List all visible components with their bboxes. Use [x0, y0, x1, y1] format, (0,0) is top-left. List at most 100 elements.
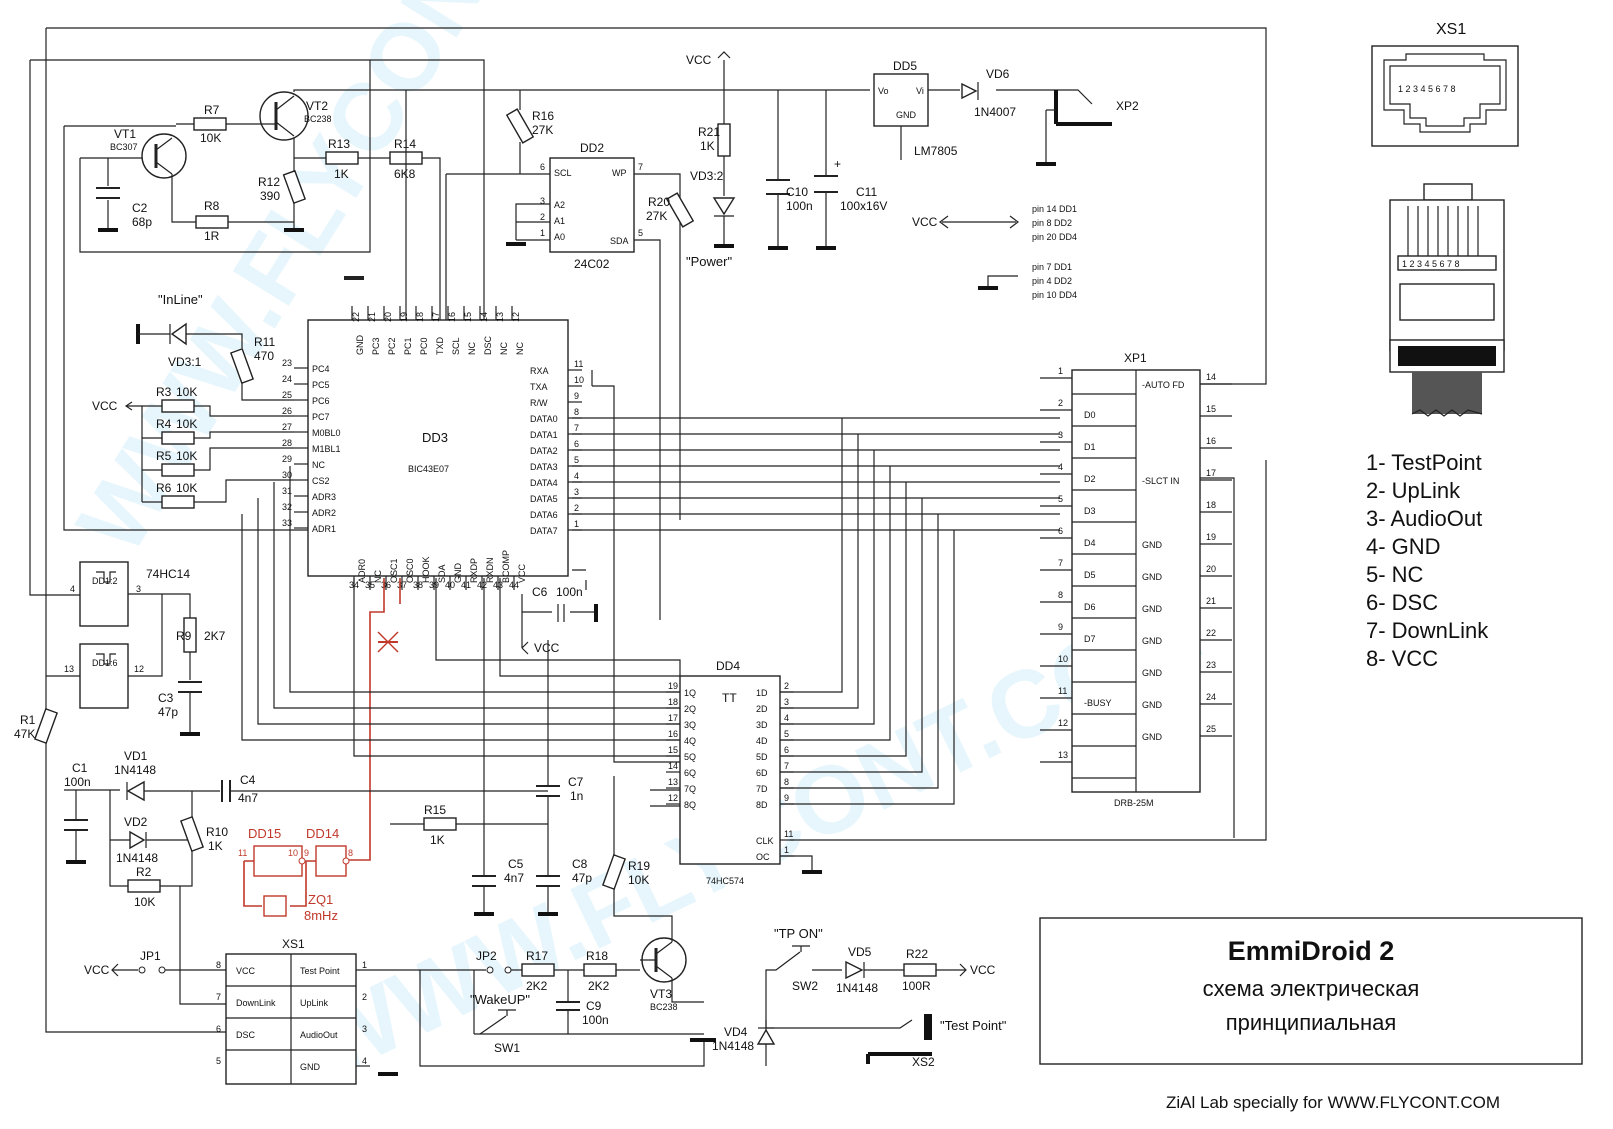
r19-val: 10K: [628, 873, 649, 887]
dd3-right-pin-data1: DATA1: [530, 430, 558, 440]
dd3-top-pin-gnd: GND: [355, 335, 365, 356]
r18-val: 2K2: [588, 979, 610, 993]
xp1-pins: 12D03D14D25D36D47D58D69D71011-BUSY121314…: [1040, 366, 1232, 779]
xp1-left-num-5: 5: [1058, 494, 1063, 504]
c4-ref: C4: [240, 773, 256, 787]
xp1-right-pin-21: GND: [1142, 604, 1163, 614]
dd3-bottom-num-35: 35: [365, 580, 375, 590]
wakeup-block: JP2 R17 2K2 R18 2K2 VT3 BC238 R19 10K C9…: [356, 776, 716, 1067]
dd3-bottom-pin-bcomp: BCOMP: [501, 550, 511, 583]
dd3-left-num-30: 30: [282, 470, 292, 480]
xs1-plug-pins: 1 2 3 4 5 6 7 8: [1402, 259, 1460, 269]
dd5-vi: Vi: [916, 86, 924, 96]
xp1-left-num-13: 13: [1058, 750, 1068, 760]
r11-val: 470: [254, 349, 274, 363]
dd3-right-num-3: 3: [574, 487, 579, 497]
dd2-pin-sda: SDA: [610, 236, 629, 246]
dd3-right-num-1: 1: [574, 519, 579, 529]
xp1-right-num-20: 20: [1206, 564, 1216, 574]
dd3-right-num-10: 10: [574, 375, 584, 385]
xp1-right-pin-24: GND: [1142, 700, 1163, 710]
vd1-ref: VD1: [124, 749, 148, 763]
dd4-pin-3q: 3Q: [684, 720, 696, 730]
vt1-ref: VT1: [114, 127, 136, 141]
vd6-ref: VD6: [986, 67, 1010, 81]
r15-ref: R15: [424, 803, 446, 817]
dd3-bottom-pin-rxdn: RXDN: [485, 557, 495, 583]
r17-val: 2K2: [526, 979, 548, 993]
vt3-ref: VT3: [650, 987, 672, 1001]
dd3-right-num-4: 4: [574, 471, 579, 481]
dd15-ref: DD15: [248, 826, 281, 841]
c8-val: 47p: [572, 871, 592, 885]
dd3-top-pin-nc: NC: [467, 342, 477, 355]
dd2-pin-a2: A2: [554, 200, 565, 210]
dd3-top-pin-pc2: PC2: [387, 337, 397, 355]
dd3-top-num-18: 18: [415, 312, 425, 322]
r20-ref: R20: [648, 195, 670, 209]
xp1-right-num-16: 16: [1206, 436, 1216, 446]
r13-val: 1K: [334, 167, 349, 181]
dd4-pin-2q: 2Q: [684, 704, 696, 714]
dd2-pin-a1: A1: [554, 216, 565, 226]
dd4-part: 74HC574: [706, 876, 744, 886]
dd3-ref: DD3: [422, 430, 448, 445]
dd3-right-pin-data4: DATA4: [530, 478, 558, 488]
vt2-part: BC238: [304, 114, 332, 124]
c10-val: 100n: [786, 199, 813, 213]
c10-c11: C10 100n + C11 100x16V: [766, 157, 887, 250]
dd4-pin-oc: OC: [756, 852, 770, 862]
dd4-pin-8q: 8Q: [684, 800, 696, 810]
vd5-val: 1N4148: [836, 981, 878, 995]
xp1-right-num-17: 17: [1206, 468, 1216, 478]
dd3-right-num-2: 2: [574, 503, 579, 513]
dd15-pin-a: 11: [238, 848, 247, 858]
dd5-ref: DD5: [893, 59, 917, 73]
xs1-left-num-8: 8: [216, 960, 221, 970]
dd2-num-1: 1: [540, 228, 545, 238]
dd4-left-num-16: 16: [668, 729, 678, 739]
xs1-right-pin-3: AudioOut: [300, 1030, 338, 1040]
dd4-left-num-15: 15: [668, 745, 678, 755]
dd3-top-num-12: 12: [511, 312, 521, 322]
dd3-bottom-num-37: 37: [397, 580, 407, 590]
power-note: VCC pin 14 DD1 pin 8 DD2 pin 20 DD4 pin …: [912, 204, 1077, 300]
vcc-label-left: VCC: [92, 399, 118, 413]
xs1-left-pin-7: DownLink: [236, 998, 276, 1008]
r17-ref: R17: [526, 949, 548, 963]
xp1-left-pin-2: D0: [1084, 410, 1096, 420]
xp1-left-pin-9: D7: [1084, 634, 1096, 644]
dd5-part: LM7805: [914, 144, 958, 158]
xp1-right-pin-22: GND: [1142, 636, 1163, 646]
dd2-num-7: 7: [638, 162, 643, 172]
dd3-right-num-11: 11: [574, 359, 583, 369]
dd4-left-num-14: 14: [668, 761, 678, 771]
r15-val: 1K: [430, 833, 445, 847]
xp2-jack: XP2: [1034, 89, 1139, 166]
dd4-left-num-19: 19: [668, 681, 678, 691]
xp1-left-num-12: 12: [1058, 718, 1068, 728]
r16-ref: R16: [532, 109, 554, 123]
vd3-1-block: "InLine" VD3:1 R11 470: [136, 292, 294, 401]
dd3-left-pin-pc7: PC7: [312, 412, 330, 422]
dd3-top-pin-pc1: PC1: [403, 337, 413, 355]
dd3-top-num-19: 19: [399, 312, 409, 322]
vt3-part: BC238: [650, 1002, 678, 1012]
c9-ref: C9: [586, 999, 602, 1013]
c11-val: 100x16V: [840, 199, 887, 213]
legend-item-5: 5- NC: [1366, 562, 1424, 587]
r8-val: 1R: [204, 229, 220, 243]
vd5-ref: VD5: [848, 945, 872, 959]
r21-vd3-2: R21 1K VD3:2 "Power": [686, 90, 736, 269]
r7-val: 10K: [200, 131, 221, 145]
r22-val: 100R: [902, 979, 931, 993]
dd3-top-num-14: 14: [479, 312, 489, 322]
dd3-top-num-22: 22: [351, 312, 361, 322]
xp1-right-num-18: 18: [1206, 500, 1216, 510]
r21-val: 1K: [700, 139, 715, 153]
xp1-part: DRB-25M: [1114, 798, 1154, 808]
xp1-right-pin-14: -AUTO FD: [1142, 380, 1185, 390]
